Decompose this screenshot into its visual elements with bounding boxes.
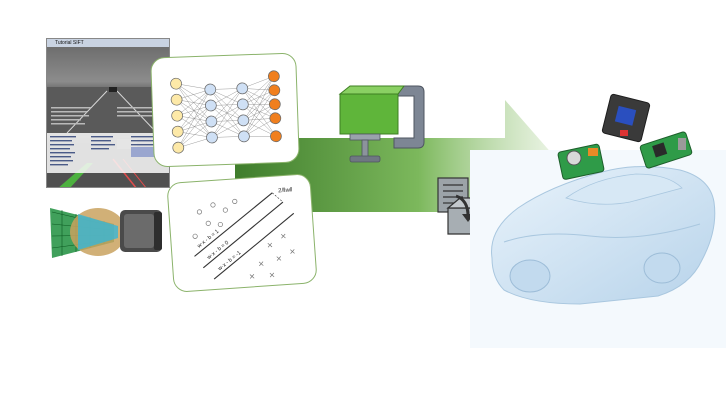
car-icon — [470, 93, 726, 348]
control-unit-left — [557, 143, 605, 180]
vehicle-sensor-fields — [50, 208, 162, 258]
parameter-table — [47, 133, 169, 173]
screen-window-title: Tutorial SIFT — [47, 39, 169, 47]
svm-margin-label: 2/‖w‖ — [278, 187, 293, 194]
neural-network-icon — [170, 70, 282, 154]
svm-scatter-card: w·x - b = 1 w·x - b = 0 w·x - b = -1 2/‖… — [166, 173, 318, 293]
control-unit-right — [639, 131, 693, 169]
road-camera-view-top — [47, 47, 169, 134]
driving-software-screenshot: Tutorial SIFT — [46, 38, 170, 188]
svm-scatter-plot: w·x - b = 1 w·x - b = 0 w·x - b = -1 2/‖… — [192, 187, 295, 280]
neural-network-card — [150, 52, 300, 168]
control-unit-top — [601, 93, 651, 143]
svm-line-label-middle: w·x - b = 0 — [205, 240, 230, 262]
clamp-icon — [338, 85, 425, 163]
